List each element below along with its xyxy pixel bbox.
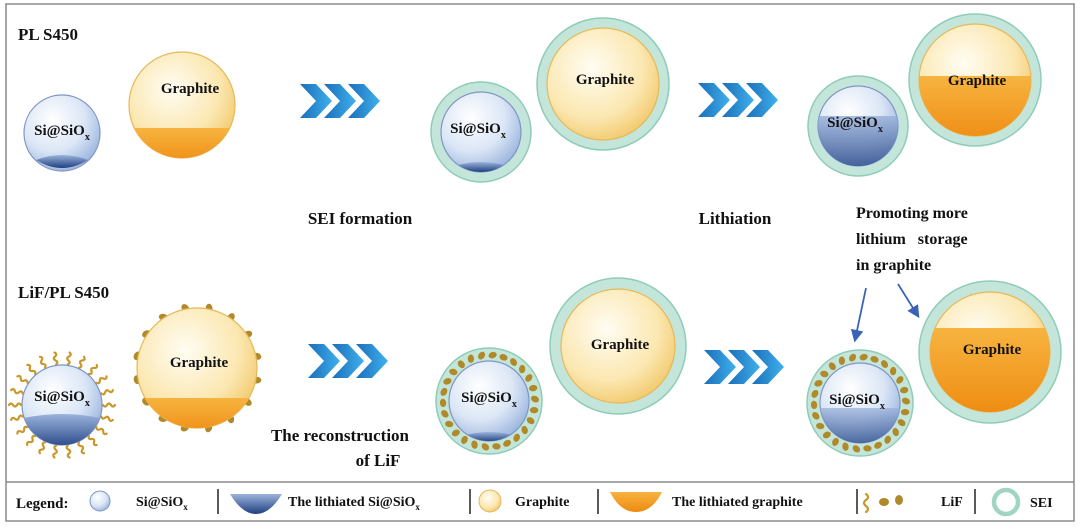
si-label: Si@SiOx [461, 390, 517, 410]
graphite-label: Graphite [948, 73, 1007, 89]
step-reconstruction-line1: The reconstruction [271, 426, 410, 445]
sei-ring-icon [991, 487, 1021, 517]
step-reconstruction-line2: of LiF [356, 451, 401, 470]
legend-lithiated-si: The lithiated Si@SiOx [288, 495, 420, 512]
si-particle-top-initial: Si@SiOx [23, 94, 101, 172]
svg-text:lithium storage: lithium storage [856, 231, 968, 248]
legend-graphite: Graphite [515, 495, 569, 510]
annotation-promoting-storage: Promoting more lithium storage in graphi… [856, 205, 968, 274]
legend: Legend: Si@SiOx The lithiated Si@SiOx Gr… [16, 487, 1053, 517]
pointer-arrow-si [850, 287, 867, 343]
si-label: Si@SiOx [450, 121, 506, 141]
si-label: Si@SiOx [827, 115, 883, 135]
process-arrow-top-1 [300, 84, 380, 118]
graphite-label: Graphite [170, 355, 229, 371]
graphite-particle-top-initial: Graphite [128, 51, 236, 159]
graphite-particle-bottom-lithiated: Graphite [918, 280, 1062, 424]
lithiated-graphite-icon [610, 492, 662, 512]
legend-si: Si@SiOx [136, 495, 188, 512]
graphite-particle-top-sei: Graphite [536, 17, 670, 151]
si-sphere-icon [89, 490, 111, 512]
pointer-arrow-graphite [897, 283, 920, 319]
graphite-label: Graphite [161, 81, 220, 97]
graphite-particle-top-lithiated: Graphite [908, 13, 1042, 147]
graphite-particle-bottom-initial: Graphite [133, 303, 262, 433]
si-label: Si@SiOx [34, 389, 90, 409]
legend-sei: SEI [1030, 496, 1053, 511]
legend-lithiated-graphite: The lithiated graphite [672, 495, 803, 510]
svg-text:in graphite: in graphite [856, 257, 931, 274]
si-label: Si@SiOx [829, 392, 885, 412]
legend-lif: LiF [941, 495, 963, 510]
step-lithiation: Lithiation [699, 209, 772, 228]
process-arrow-bottom-2 [704, 350, 784, 384]
step-sei-formation: SEI formation [308, 209, 413, 228]
si-particle-top-lithiated: Si@SiOx [807, 75, 909, 177]
row-label-pl-s450: PL S450 [18, 25, 78, 44]
graphite-particle-bottom-sei: Graphite [549, 277, 687, 415]
graphite-label: Graphite [591, 337, 650, 353]
lif-particles-icon [862, 492, 903, 514]
process-arrow-top-2 [698, 83, 778, 117]
graphite-label: Graphite [576, 72, 635, 88]
process-arrow-bottom-1 [308, 344, 388, 378]
si-particle-bottom-lithiated: Si@SiOx [806, 349, 914, 457]
graphite-sphere-icon [478, 489, 502, 513]
si-label: Si@SiOx [34, 123, 90, 143]
svg-text:Promoting more: Promoting more [856, 205, 968, 222]
si-particle-bottom-sei-lif: Si@SiOx [435, 347, 543, 455]
lithiated-si-icon [230, 494, 282, 514]
si-particle-top-sei: Si@SiOx [430, 81, 532, 183]
graphite-label: Graphite [963, 342, 1022, 358]
row-label-lif-pl-s450: LiF/PL S450 [18, 283, 109, 302]
legend-title: Legend: [16, 496, 69, 512]
